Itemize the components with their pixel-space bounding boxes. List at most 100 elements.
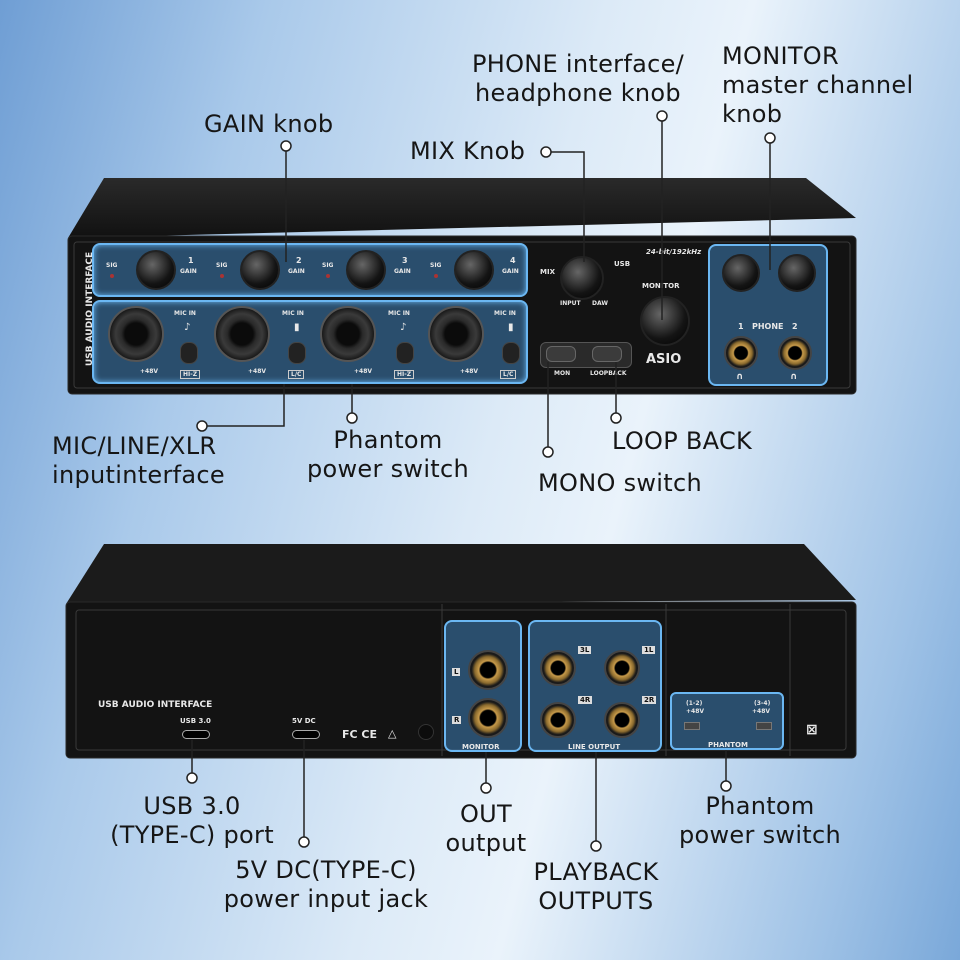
mic-in-label-3: MIC IN bbox=[388, 310, 410, 317]
monitor-master-knob-left[interactable] bbox=[722, 254, 760, 292]
gain-label-1: GAIN bbox=[180, 268, 197, 275]
channel-number-3: 3 bbox=[402, 256, 408, 265]
gain-channel-1: SIG 1 GAIN bbox=[96, 246, 202, 294]
sig-led bbox=[220, 274, 224, 278]
callout-dc-jack: 5V DC(TYPE-C) power input jack bbox=[214, 856, 438, 914]
mix-knob[interactable] bbox=[560, 256, 604, 300]
mode-button-1[interactable] bbox=[180, 342, 198, 364]
phantom-48a-label: +48V bbox=[686, 708, 705, 715]
mono-switch[interactable] bbox=[546, 346, 576, 362]
callout-mic-line1: MIC/LINE/XLR bbox=[52, 432, 217, 460]
usb-label-rear: USB 3.0 bbox=[180, 717, 211, 725]
loopback-switch[interactable] bbox=[592, 346, 622, 362]
loopback-label: LOOPBACK bbox=[590, 370, 627, 377]
monitor-out-l-jack[interactable] bbox=[468, 650, 508, 690]
phantom-switch-34[interactable] bbox=[756, 722, 772, 730]
gain-knob-2[interactable] bbox=[240, 250, 280, 290]
callout-out-line2: output bbox=[445, 829, 527, 857]
callout-phantom-rear-line1: Phantom bbox=[705, 792, 815, 820]
channel-number-2: 2 bbox=[296, 256, 302, 265]
phone-label: PHONE bbox=[752, 322, 784, 331]
p48-label-1: +48V bbox=[140, 368, 159, 375]
usb-label: USB bbox=[614, 260, 631, 268]
sig-label: SIG bbox=[322, 262, 334, 269]
line-out-2r-jack[interactable] bbox=[604, 702, 640, 738]
phantom-switch-12[interactable] bbox=[684, 722, 700, 730]
combo-jack-2[interactable] bbox=[214, 306, 270, 362]
combo-jack-3[interactable] bbox=[320, 306, 376, 362]
input-channel-2: MIC IN ▮ +48V L/C bbox=[206, 302, 312, 382]
callout-playback-line2: OUTPUTS bbox=[538, 887, 654, 915]
phantom-48b-label: +48V bbox=[752, 708, 771, 715]
phone-jack-1[interactable] bbox=[724, 336, 758, 370]
mode-button-3[interactable] bbox=[396, 342, 414, 364]
knob-hole bbox=[418, 724, 434, 740]
sig-label: SIG bbox=[216, 262, 228, 269]
callout-dc-line2: power input jack bbox=[223, 885, 429, 913]
headphone-icon-2: ∩ bbox=[790, 372, 798, 382]
channel-number-1: 1 bbox=[188, 256, 194, 265]
phantom-rear-label: PHANTOM bbox=[708, 741, 748, 749]
mic-in-label-4: MIC IN bbox=[494, 310, 516, 317]
mode-label-3: HI-Z bbox=[394, 370, 415, 379]
callout-playback-outputs: PLAYBACK OUTPUTS bbox=[526, 858, 666, 916]
callout-loop-back: LOOP BACK bbox=[612, 427, 753, 455]
cert-triangle-icon: △ bbox=[388, 727, 397, 740]
mode-label-4: L/C bbox=[500, 370, 517, 379]
line-out-1l-jack[interactable] bbox=[604, 650, 640, 686]
sig-label: SIG bbox=[430, 262, 442, 269]
sig-led bbox=[434, 274, 438, 278]
monitor-master-knob-right[interactable] bbox=[778, 254, 816, 292]
callout-mono-switch: MONO switch bbox=[538, 469, 702, 497]
p48-label-3: +48V bbox=[354, 368, 373, 375]
phone-jack-2[interactable] bbox=[778, 336, 812, 370]
phone-num-2: 2 bbox=[792, 322, 798, 331]
gain-label-4: GAIN bbox=[502, 268, 519, 275]
gain-knob-1[interactable] bbox=[136, 250, 176, 290]
callout-mic-line2: inputinterface bbox=[52, 461, 225, 489]
line-out-3l-jack[interactable] bbox=[540, 650, 576, 686]
callout-monitor-line2: master channel bbox=[722, 71, 914, 99]
callout-phantom-front-line2: power switch bbox=[306, 455, 470, 483]
line-4r-label: 4R bbox=[578, 696, 593, 704]
gain-knob-4[interactable] bbox=[454, 250, 494, 290]
dc-port[interactable] bbox=[292, 730, 320, 739]
callout-phantom-front-line1: Phantom bbox=[333, 426, 443, 454]
mix-label: MIX bbox=[540, 268, 555, 276]
line-out-4r-jack[interactable] bbox=[540, 702, 576, 738]
line-3l-label: 3L bbox=[578, 646, 592, 654]
guitar-icon-3: ♪ bbox=[400, 322, 407, 333]
sig-led bbox=[326, 274, 330, 278]
guitar-icon-1: ♪ bbox=[184, 322, 191, 333]
mon-label: MON bbox=[554, 370, 571, 377]
certification-marks: FC CE bbox=[342, 728, 378, 741]
weee-bin-icon: ⊠ bbox=[806, 722, 818, 738]
mic-in-label-2: MIC IN bbox=[282, 310, 304, 317]
gain-label-3: GAIN bbox=[394, 268, 411, 275]
mode-button-4[interactable] bbox=[502, 342, 520, 364]
callout-dc-line1: 5V DC(TYPE-C) bbox=[235, 856, 417, 884]
input-channel-4: MIC IN ▮ +48V L/C bbox=[422, 302, 526, 382]
rear-device bbox=[64, 544, 860, 760]
callout-out-line1: OUT bbox=[459, 800, 513, 828]
mode-label-2: L/C bbox=[288, 370, 305, 379]
callout-phantom-front: Phantom power switch bbox=[300, 426, 476, 484]
monitor-out-r-jack[interactable] bbox=[468, 698, 508, 738]
combo-jack-4[interactable] bbox=[428, 306, 484, 362]
callout-phone-line1: PHONE interface/ bbox=[471, 50, 685, 78]
combo-jack-1[interactable] bbox=[108, 306, 164, 362]
monitor-label-front: MONITOR bbox=[642, 282, 680, 290]
usb-c-port[interactable] bbox=[182, 730, 210, 739]
gain-knob-3[interactable] bbox=[346, 250, 386, 290]
monitor-knob[interactable] bbox=[640, 296, 690, 346]
phantom-12-label: (1-2) bbox=[686, 700, 703, 707]
phantom-34-label: (3-4) bbox=[754, 700, 771, 707]
callout-mic-line-xlr: MIC/LINE/XLR inputinterface bbox=[52, 432, 225, 490]
phone-num-1: 1 bbox=[738, 322, 744, 331]
rear-title: USB AUDIO INTERFACE bbox=[98, 700, 213, 710]
callout-monitor-master: MONITOR master channel knob bbox=[722, 42, 913, 129]
spec-label: 24-bit/192kHz bbox=[646, 248, 702, 256]
mode-button-2[interactable] bbox=[288, 342, 306, 364]
callout-phantom-rear-line2: power switch bbox=[678, 821, 842, 849]
callout-phone-interface: PHONE interface/ headphone knob bbox=[468, 50, 688, 108]
